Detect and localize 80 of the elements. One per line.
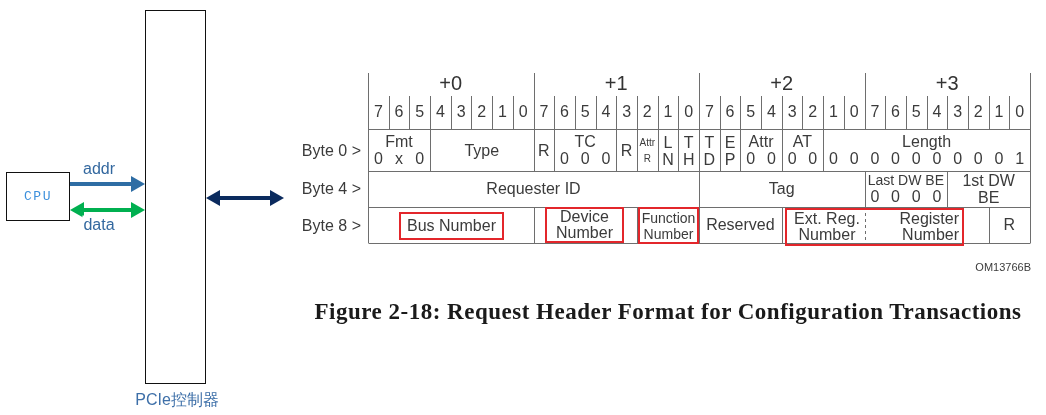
highlight-box [785,208,964,246]
byte-offset-heading: +3 [935,71,959,95]
bit-number: 4 [435,103,445,121]
field-name: R [620,142,633,160]
bit-number: 3 [622,103,632,121]
bit-number: 1 [498,103,507,121]
field-name: Register Number [898,211,959,243]
bit-number: 5 [746,103,756,121]
bit-number: 0 [518,103,528,121]
field-name: Requester ID [486,180,581,198]
field-value: 0 x 0 [373,150,425,168]
bit-number: 0 [849,103,859,121]
field-value: 0 0 [746,150,776,168]
bit-number: 6 [560,103,569,121]
field-name: Attr [748,133,774,151]
bit-number: 7 [704,103,714,121]
field-name: 1st DW BE [961,172,1016,206]
field-value: 0 0 0 [560,150,611,168]
field-name: R [1003,216,1016,234]
field-name: TC [574,133,596,151]
highlight-box: Function Number [638,207,699,244]
bit-number: 3 [787,103,797,121]
field-name: T H [682,134,695,168]
field-name: R [538,142,550,160]
row-label: Byte 4 > [301,180,361,198]
field-value: 0 0 0 0 0 0 0 0 0 1 [829,150,1025,168]
bit-number: 3 [953,103,963,121]
bit-number: 6 [891,103,900,121]
bit-number: 2 [808,103,818,121]
field-name: Length [902,133,952,151]
row-label: Byte 0 > [301,142,361,160]
edge-label: addr [82,159,116,177]
field-name: AT [792,133,813,151]
bit-number: 5 [580,103,590,121]
figure-id: OM13766B [975,260,1031,274]
bit-number: 4 [601,103,611,121]
highlight-box: Bus Number [399,212,504,240]
field-name: Tag [768,180,795,198]
double-arrow [70,202,145,218]
bit-number: 2 [973,103,983,121]
field-name: R [643,153,651,165]
bit-number: 6 [394,103,404,121]
edge-label: data [82,215,116,233]
field-value: 0 0 0 0 [870,188,942,206]
field-name: Fmt [385,133,413,151]
bit-number: 1 [829,103,838,121]
bit-number: 5 [415,103,425,121]
bit-number: 3 [456,103,466,121]
field-name: L N [662,134,674,168]
bit-number: 4 [932,103,942,121]
bit-number: 2 [642,103,652,121]
bit-number: 0 [684,103,694,121]
bit-number: 2 [477,103,487,121]
arrow [70,176,145,192]
field-name: T D [703,134,716,168]
component-box: CPU [6,172,70,221]
bit-number: 0 [1015,103,1025,121]
bit-number: 5 [911,103,921,121]
bit-number: 1 [663,103,673,121]
bit-number: 1 [994,103,1004,121]
field-name: Reserved [706,216,775,234]
byte-offset-heading: +2 [770,71,794,95]
field-name: Ext. Reg. Number [793,211,861,243]
double-arrow [206,190,284,206]
field-name: Attr [639,137,656,149]
field-name: Type [464,142,500,160]
bit-number: 7 [539,103,549,121]
bit-number: 4 [766,103,776,121]
field-name: Last DW BE [867,172,944,188]
box-label: PCIe控制器 [135,391,219,409]
field-value: 0 0 [787,150,818,168]
byte-offset-heading: +1 [604,71,628,95]
bit-number: 7 [870,103,880,121]
field-name: E P [724,134,736,168]
figure-caption: Figure 2-18: Request Header Format for Configuration Transactions [314,299,1022,325]
byte-offset-heading: +0 [439,71,463,95]
bit-number: 7 [373,103,383,121]
highlight-box: Device Number [545,207,624,243]
row-label: Byte 8 > [301,217,361,235]
bit-number: 6 [725,103,735,121]
